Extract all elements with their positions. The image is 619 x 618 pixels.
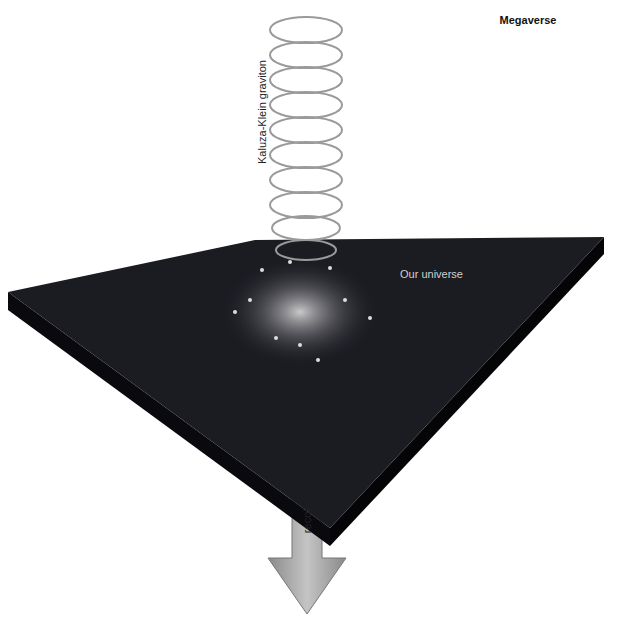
brane-plane <box>0 228 619 550</box>
coil-label: Kaluza-Klein graviton <box>256 60 268 164</box>
particle-dot <box>328 266 332 270</box>
collision-glow <box>220 257 380 367</box>
particle-dot <box>298 343 302 347</box>
particle-dot <box>248 298 252 302</box>
arrow-label: recoil <box>301 507 313 533</box>
particle-dot <box>288 260 292 264</box>
particle-dot <box>260 268 264 272</box>
region-label: Our universe <box>400 268 463 280</box>
particle-dot <box>368 316 372 320</box>
particle-dot <box>343 298 347 302</box>
particle-dot <box>233 310 237 314</box>
brane-surface <box>8 237 604 528</box>
particle-dot <box>274 336 278 340</box>
universe-brane: Our universe <box>0 228 619 550</box>
figure-heading: Megaverse <box>500 14 557 26</box>
particle-dot <box>316 358 320 362</box>
